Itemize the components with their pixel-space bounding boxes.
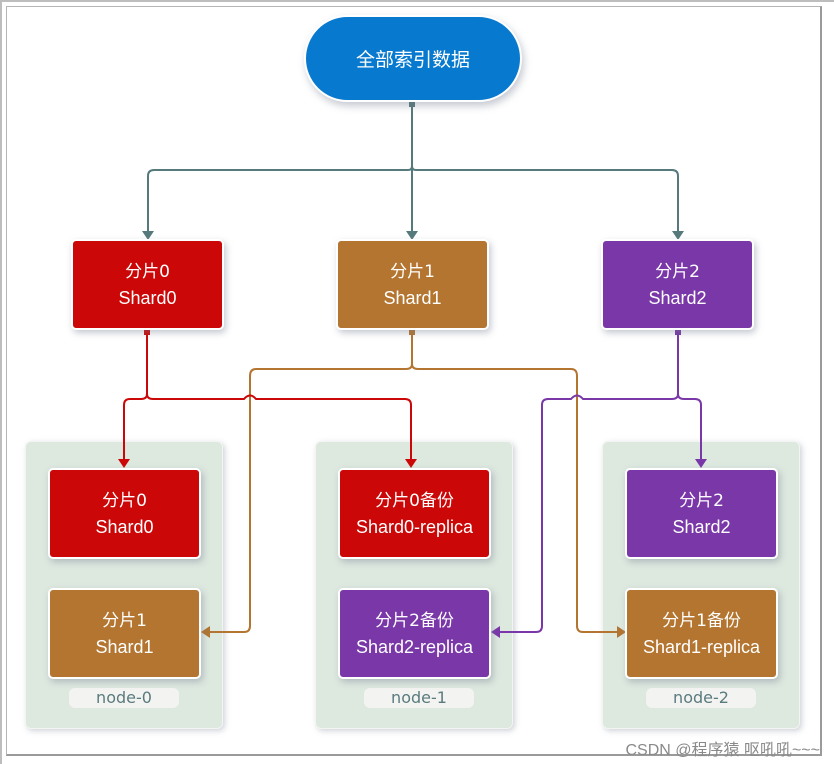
root-connectors	[142, 100, 684, 240]
shard-zh-label: 分片1	[102, 610, 147, 631]
shard-en-label: Shard1	[95, 636, 154, 657]
shard-en-label: Shard0	[95, 516, 154, 537]
shard-zh-label: 分片2	[655, 261, 700, 282]
shard-en-label: Shard2-replica	[355, 636, 474, 657]
outer-border-top	[0, 0, 834, 2]
arrow-head	[142, 231, 154, 240]
outer-border-left	[0, 0, 2, 764]
arrow-head	[118, 459, 130, 468]
shard-en-label: Shard1	[383, 287, 442, 308]
shard-zh-label: 分片1备份	[662, 610, 741, 631]
shard-zh-label: 分片0	[125, 261, 170, 282]
shard-zh-label: 分片0	[102, 490, 147, 511]
shard-zh-label: 分片0备份	[375, 490, 454, 511]
shard-zh-label: 分片2备份	[375, 610, 454, 631]
shard1-connectors	[201, 328, 626, 638]
node-label: node-2	[646, 688, 756, 708]
shard-en-label: Shard2	[648, 287, 707, 308]
edge-primary0-node1	[146, 393, 412, 460]
arrow-head	[406, 231, 418, 240]
node-label: node-0	[69, 688, 179, 708]
shard-en-label: Shard1-replica	[642, 636, 761, 657]
primary-shard-0[interactable]: 分片0 Shard0	[71, 239, 224, 330]
arrow-head	[405, 459, 417, 468]
edge-primary1-node2	[411, 363, 617, 633]
node0-shard0[interactable]: 分片0 Shard0	[48, 468, 201, 559]
edge-primary2-node1	[500, 393, 679, 633]
root-index-data[interactable]: 全部索引数据	[304, 15, 522, 102]
edge-primary0-node0	[123, 335, 148, 460]
shard-zh-label: 分片1	[390, 261, 435, 282]
shard-en-label: Shard0	[118, 287, 177, 308]
node1-shard0-replica[interactable]: 分片0备份 Shard0-replica	[338, 468, 491, 559]
shard-zh-label: 分片2	[679, 490, 724, 511]
arrow-head	[672, 231, 684, 240]
arrow-head	[491, 626, 500, 638]
watermark: CSDN @程序猿 呕吼吼~~~	[625, 742, 820, 759]
node0-shard1[interactable]: 分片1 Shard1	[48, 588, 201, 679]
primary-shard-2[interactable]: 分片2 Shard2	[601, 239, 754, 330]
primary-shard-1[interactable]: 分片1 Shard1	[336, 239, 489, 330]
arrow-head	[617, 626, 626, 638]
node1-shard2-replica[interactable]: 分片2备份 Shard2-replica	[338, 588, 491, 679]
shard-en-label: Shard0-replica	[355, 516, 474, 537]
edge-primary2-node2	[677, 335, 702, 460]
edge-root-primary0	[147, 107, 413, 232]
arrow-head	[201, 626, 210, 638]
edge-primary1-node0	[210, 335, 413, 633]
shard2-connectors	[491, 328, 707, 638]
node2-shard2[interactable]: 分片2 Shard2	[625, 468, 778, 559]
root-port	[409, 100, 415, 107]
edge-root-primary2	[411, 165, 679, 232]
node-label: node-1	[364, 688, 474, 708]
shard0-connectors	[118, 328, 417, 468]
shard-en-label: Shard2	[672, 516, 731, 537]
arrow-head	[695, 459, 707, 468]
node2-shard1-replica[interactable]: 分片1备份 Shard1-replica	[625, 588, 778, 679]
